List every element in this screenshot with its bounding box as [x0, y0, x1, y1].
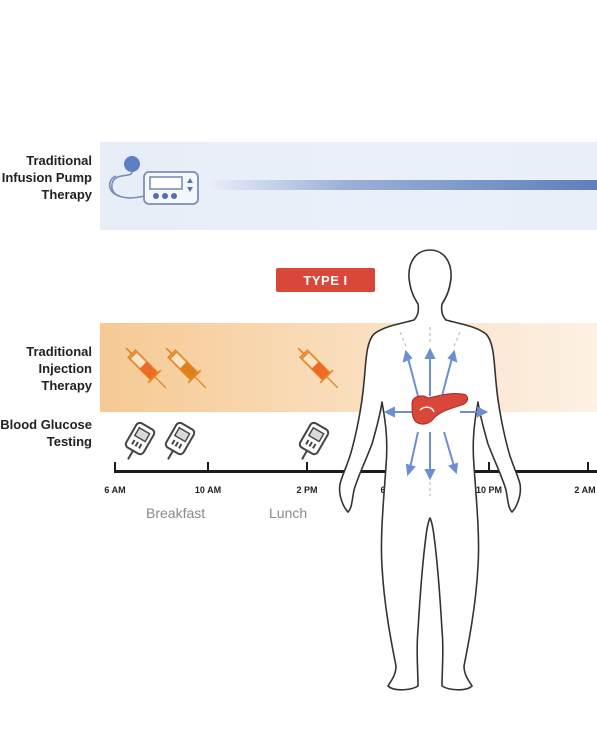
syringe-icon — [165, 347, 207, 389]
timeline-tick — [488, 462, 490, 473]
pump-therapy-label: Traditional Infusion Pump Therapy — [1, 153, 92, 202]
timeline-tick — [114, 462, 116, 473]
pancreas-icon — [411, 393, 469, 425]
continuous-infusion-bar — [208, 180, 597, 190]
timeline-tick — [306, 462, 308, 473]
glucose-meter-icon — [298, 421, 330, 460]
glucose-testing-label: Blood Glucose Testing — [0, 417, 92, 449]
type-badge: TYPE I — [276, 268, 375, 292]
injection-therapy-label: Traditional Injection Therapy — [26, 344, 92, 393]
timeline-tick-label: 2 PM — [296, 485, 318, 495]
timeline-tick-label: 6 AM — [104, 485, 126, 495]
human-body-icon — [338, 249, 522, 691]
timeline-tick-label: 2 AM — [574, 485, 596, 495]
meal-label-lunch: Lunch — [269, 505, 308, 521]
timeline-tick — [587, 462, 589, 473]
timeline-tick — [207, 462, 209, 473]
insulin-pump-icon — [108, 156, 199, 205]
glucose-meter-icon — [124, 421, 156, 460]
syringe-icon — [125, 347, 167, 389]
timeline-tick-label: 10 AM — [194, 485, 222, 495]
meal-label-breakfast: Breakfast — [146, 505, 206, 521]
syringe-icon — [297, 347, 339, 389]
timeline-tick-label: 10 PM — [475, 485, 503, 495]
glucose-meter-icon — [164, 421, 196, 460]
